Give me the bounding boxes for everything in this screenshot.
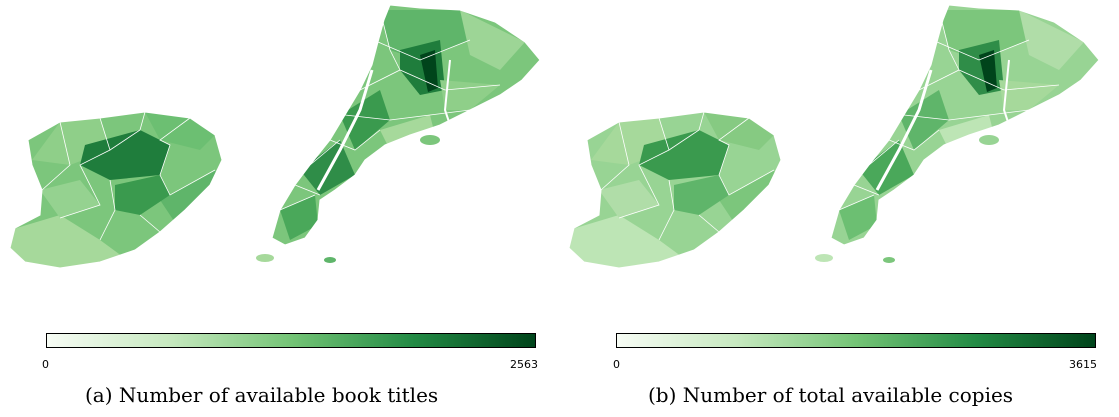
- colorbar-min-label-b: 0: [613, 358, 620, 371]
- choropleth-map-b: [568, 4, 1100, 269]
- staten-island-region-a: [10, 112, 222, 268]
- city-region-b: [831, 5, 1099, 245]
- city-region-a: [272, 5, 540, 245]
- choropleth-map-a: [9, 4, 541, 269]
- map-panel-b: 0 3615 (b) Number of total available cop…: [559, 0, 1119, 417]
- colorbar-a: [46, 333, 536, 348]
- colorbar-max-label-b: 3615: [1069, 358, 1097, 371]
- caption-a: (a) Number of available book titles: [85, 383, 439, 407]
- colorbar-min-label-a: 0: [42, 358, 49, 371]
- caption-b: (b) Number of total available copies: [648, 383, 1014, 407]
- colorbar-max-label-a: 2563: [510, 358, 538, 371]
- map-panel-a: 0 2563 (a) Number of available book titl…: [9, 4, 541, 407]
- colorbar-b: [616, 333, 1096, 348]
